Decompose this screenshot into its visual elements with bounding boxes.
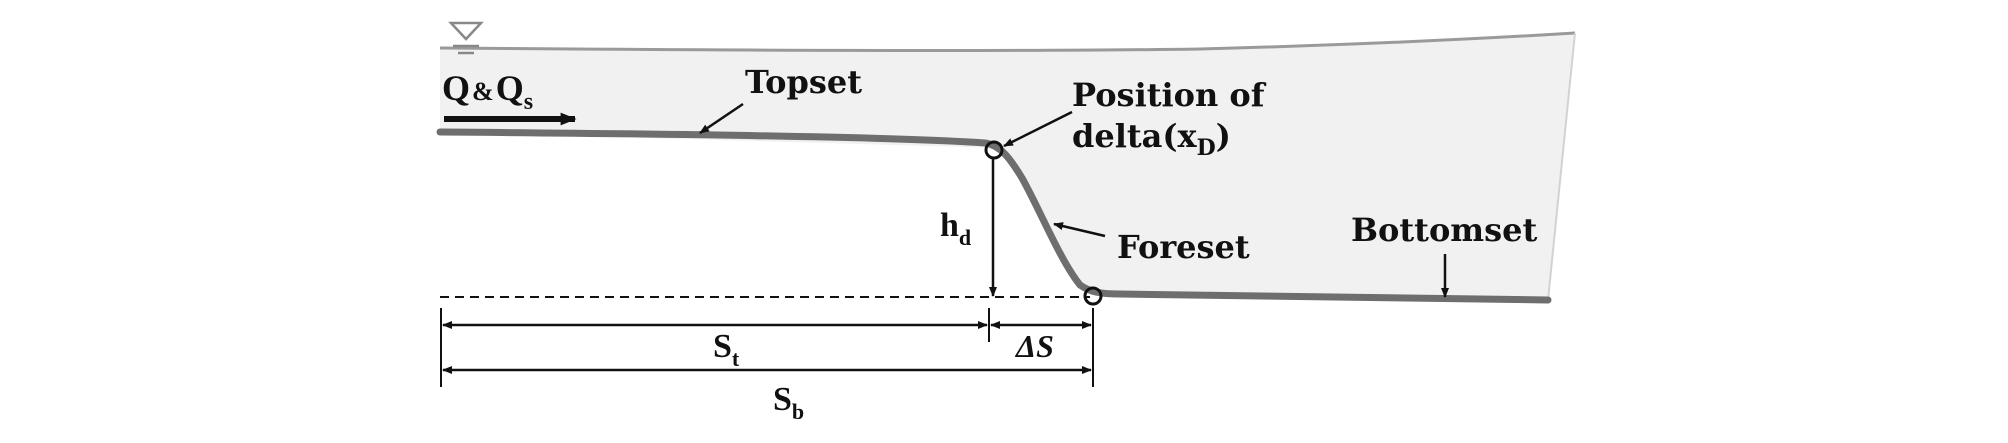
water-right-boundary bbox=[1547, 32, 1576, 301]
water-level-triangle-icon bbox=[448, 21, 484, 55]
st-label: St bbox=[713, 328, 740, 371]
water-body bbox=[440, 33, 1575, 300]
position-label-close: ) bbox=[1216, 117, 1231, 155]
foreset-pointer bbox=[1053, 222, 1106, 238]
foreset-toe-marker bbox=[1083, 286, 1103, 306]
topset-pointer bbox=[699, 102, 744, 135]
position-pointer bbox=[1003, 110, 1073, 148]
delta-position-marker bbox=[984, 140, 1004, 160]
flow-amp-label: & bbox=[472, 77, 494, 106]
bed-profile-line bbox=[436, 128, 1552, 304]
water-surface-line bbox=[439, 31, 1576, 53]
bottomset-label: Bottomset bbox=[1351, 211, 1538, 249]
flow-q-label: Q bbox=[442, 68, 470, 108]
hd-label: hd bbox=[940, 207, 971, 250]
foreset-label: Foreset bbox=[1117, 228, 1250, 266]
flow-qs-label: Q bbox=[496, 68, 524, 108]
sb-label: Sb bbox=[773, 381, 804, 424]
delta-s-label: ΔS bbox=[1014, 328, 1054, 364]
topset-label: Topset bbox=[745, 63, 862, 101]
position-label-line1: Position of bbox=[1072, 76, 1267, 114]
sb-label-main: S bbox=[773, 381, 792, 418]
sb-label-subscript: b bbox=[792, 399, 804, 424]
flow-qs-subscript: s bbox=[524, 89, 533, 115]
position-label-main: delta(x bbox=[1072, 117, 1198, 155]
position-label-subscript: D bbox=[1197, 135, 1216, 161]
hd-label-subscript: d bbox=[959, 225, 971, 250]
st-label-subscript: t bbox=[732, 346, 740, 371]
hd-label-main: h bbox=[940, 207, 959, 244]
st-label-main: S bbox=[713, 328, 732, 365]
position-label-line2: delta(xD) bbox=[1072, 117, 1231, 161]
flow-label: Q&Qs bbox=[442, 68, 533, 115]
